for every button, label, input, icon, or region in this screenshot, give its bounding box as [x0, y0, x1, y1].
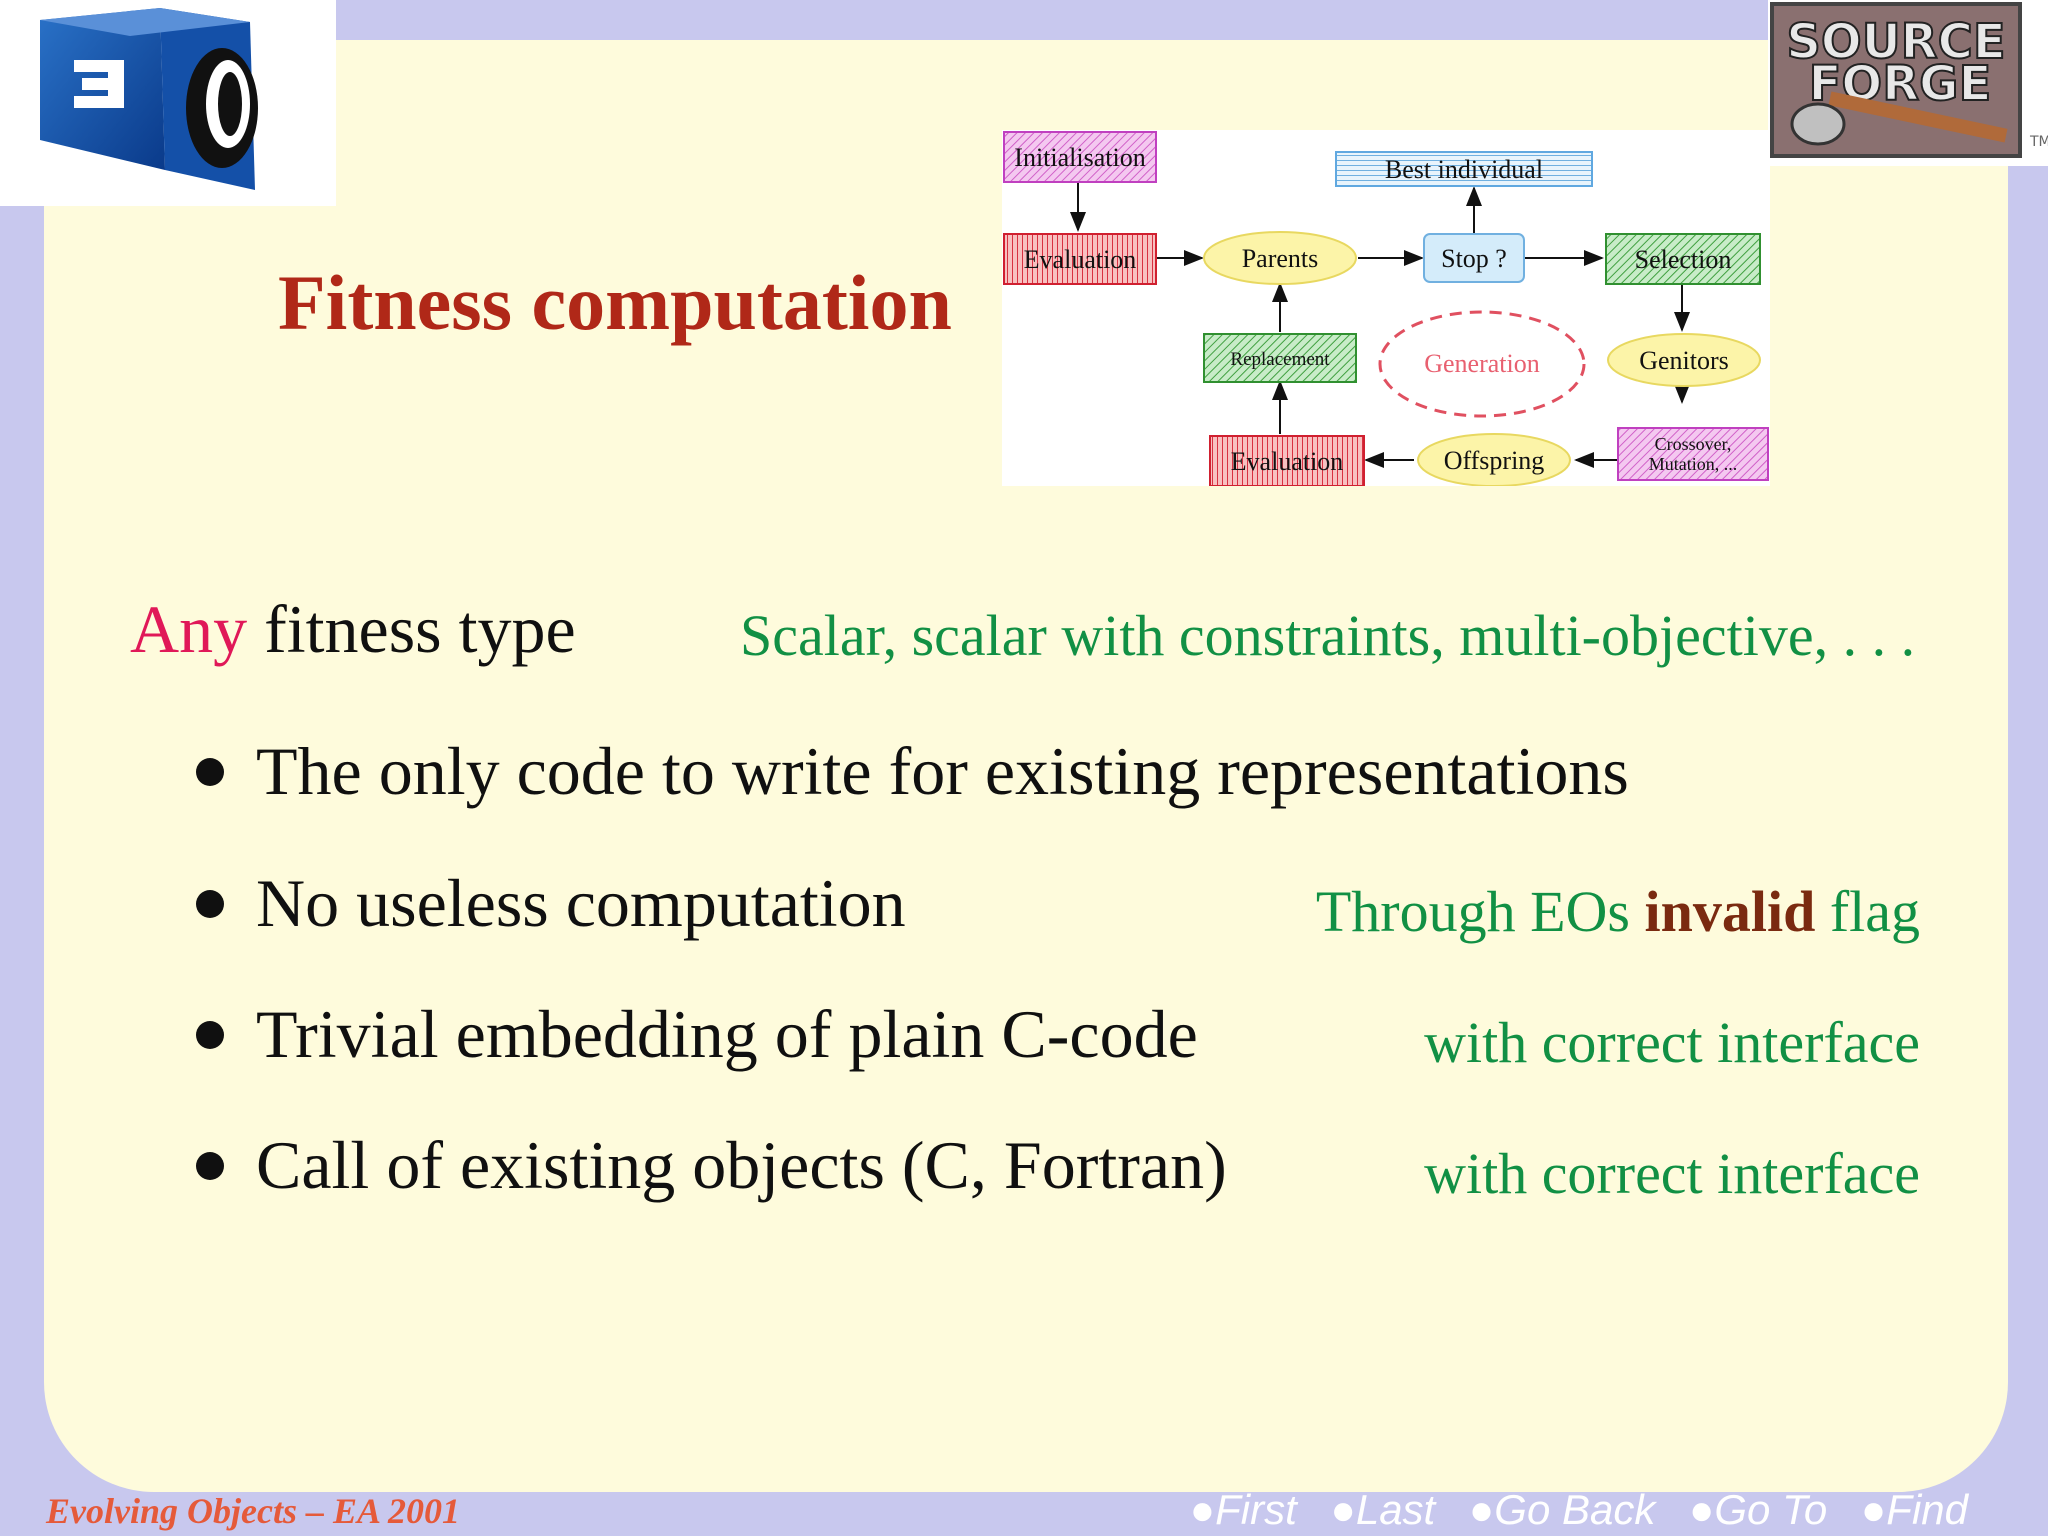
- bullet-text: Trivial embedding of plain C-code: [256, 996, 1198, 1072]
- svg-text:Evaluation: Evaluation: [1024, 245, 1137, 274]
- evolution-cycle-diagram: Initialisation Best individual Evaluatio…: [1002, 130, 1770, 487]
- bullet-text: Call of existing objects (C, Fortran): [256, 1127, 1227, 1203]
- svg-text:Parents: Parents: [1242, 244, 1319, 273]
- bullet-note: Through EOs invalid flag: [1316, 878, 1920, 945]
- bullet-note: with correct interface: [1424, 1141, 1920, 1206]
- bullet-item: Call of existing objects (C, Fortran): [196, 1126, 1227, 1205]
- svg-text:Selection: Selection: [1635, 245, 1732, 274]
- nav-last-link[interactable]: ●Last: [1330, 1486, 1436, 1533]
- footer-caption: Evolving Objects – EA 2001: [46, 1491, 460, 1531]
- bullet-note: with correct interface: [1424, 1010, 1920, 1075]
- svg-text:Stop ?: Stop ?: [1441, 244, 1507, 273]
- bullet-item: Trivial embedding of plain C-code: [196, 995, 1198, 1074]
- svg-text:Crossover,: Crossover,: [1655, 434, 1732, 454]
- note-prefix: Through EOs: [1315, 879, 1645, 944]
- intro-note: Scalar, scalar with constraints, multi-o…: [740, 603, 1916, 668]
- bullet-item: No useless computation: [196, 864, 906, 943]
- intro-rest: fitness type: [247, 591, 576, 667]
- svg-text:Evaluation: Evaluation: [1231, 447, 1344, 476]
- bullet-dot-icon: [196, 1021, 224, 1050]
- note-suffix: flag: [1815, 879, 1920, 944]
- svg-text:TM: TM: [2029, 134, 2048, 150]
- svg-text:Generation: Generation: [1424, 349, 1540, 378]
- svg-text:Best individual: Best individual: [1385, 155, 1543, 184]
- svg-text:Initialisation: Initialisation: [1014, 143, 1145, 172]
- svg-text:Offspring: Offspring: [1444, 446, 1545, 475]
- nav-go-to-link[interactable]: ●Go To: [1689, 1486, 1828, 1533]
- bullet-dot-icon: [196, 890, 224, 919]
- bullet-item: The only code to write for existing repr…: [196, 732, 1629, 811]
- bullet-text: The only code to write for existing repr…: [256, 733, 1629, 809]
- svg-text:Mutation, ...: Mutation, ...: [1649, 454, 1738, 474]
- svg-text:SOURCE: SOURCE: [1786, 14, 2005, 70]
- svg-text:Replacement: Replacement: [1230, 349, 1330, 370]
- footer-navigation: ●First ●Last ●Go Back ●Go To ●Find: [1168, 1486, 1968, 1534]
- sourceforge-logo-icon: SOURCE FORGE TM: [1768, 0, 2048, 166]
- nav-first-link[interactable]: ●First: [1189, 1486, 1297, 1533]
- bullet-dot-icon: [196, 1152, 224, 1181]
- bullet-text: No useless computation: [256, 865, 906, 941]
- nav-find-link[interactable]: ●Find: [1860, 1486, 1968, 1533]
- nav-go-back-link[interactable]: ●Go Back: [1468, 1486, 1656, 1533]
- svg-text:Genitors: Genitors: [1639, 346, 1729, 375]
- intro-heading: Any fitness type: [130, 590, 576, 669]
- intro-accent: Any: [130, 591, 248, 667]
- note-bold: invalid: [1644, 879, 1816, 944]
- page-title: Fitness computation: [278, 259, 952, 346]
- eo-logo-icon: [0, 0, 336, 206]
- bullet-dot-icon: [196, 758, 224, 787]
